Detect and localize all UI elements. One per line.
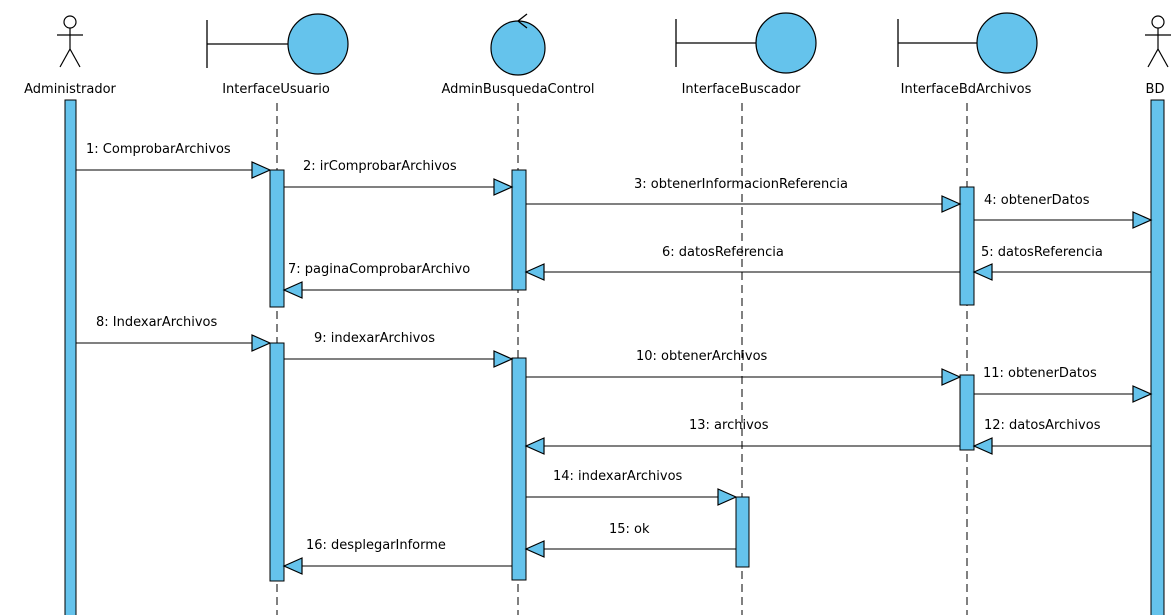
participant-name: BD [1146, 82, 1165, 97]
arrow-head [282, 557, 303, 575]
control-icon [490, 13, 546, 76]
activation-bar-p0 [64, 99, 77, 615]
message-arrow: 9: indexarArchivos [284, 331, 514, 368]
message-label: 4: obtenerDatos [984, 193, 1090, 208]
participant-name: AdminBusquedaControl [441, 82, 594, 97]
message-arrow: 14: indexarArchivos [526, 469, 738, 506]
message-arrow: 16: desplegarInforme [282, 538, 512, 575]
actor-icon [1145, 15, 1171, 68]
participant-name: Administrador [24, 82, 116, 97]
participant-name: InterfaceUsuario [222, 82, 330, 97]
participant-name: InterfaceBuscador [682, 82, 801, 97]
message-label: 2: irComprobarArchivos [303, 159, 457, 174]
message-arrow: 5: datosReferencia [972, 245, 1151, 281]
message-label: 1: ComprobarArchivos [86, 142, 231, 157]
activation-bar-p2 [511, 357, 527, 581]
message-label: 14: indexarArchivos [553, 469, 683, 484]
arrow-head [251, 334, 272, 352]
message-label: 8: IndexarArchivos [96, 315, 217, 330]
arrow-head [524, 263, 545, 281]
arrow-head [941, 368, 962, 386]
activation-bar-p2 [511, 169, 527, 291]
activation-bar-p4 [959, 186, 975, 306]
message-arrow: 8: IndexarArchivos [76, 315, 272, 352]
participant-name: InterfaceBdArchivos [901, 82, 1032, 97]
arrow-head [524, 540, 545, 558]
message-arrow: 15: ok [524, 522, 736, 558]
arrow-head [524, 437, 545, 455]
message-label: 13: archivos [689, 418, 769, 433]
arrow-head [251, 161, 272, 179]
message-arrow: 4: obtenerDatos [974, 193, 1153, 229]
activation-bar-p1 [269, 169, 285, 308]
message-arrow: 10: obtenerArchivos [526, 349, 962, 386]
message-label: 15: ok [609, 522, 650, 537]
arrow-head [972, 263, 993, 281]
arrow-head [717, 488, 738, 506]
message-label: 9: indexarArchivos [314, 331, 435, 346]
message-arrow: 3: obtenerInformacionReferencia [526, 177, 962, 213]
message-label: 5: datosReferencia [981, 245, 1103, 260]
message-arrow: 1: ComprobarArchivos [76, 142, 272, 179]
arrow-head [282, 281, 303, 299]
actor-icon [57, 15, 83, 68]
message-arrow: 2: irComprobarArchivos [284, 159, 514, 196]
message-label: 16: desplegarInforme [306, 538, 446, 553]
message-label: 6: datosReferencia [662, 245, 784, 260]
arrow-head [1132, 211, 1153, 229]
arrow-head [1132, 385, 1153, 403]
arrow-head [941, 195, 962, 213]
arrow-head [493, 178, 514, 196]
message-label: 7: paginaComprobarArchivo [288, 262, 470, 277]
message-arrow: 12: datosArchivos [972, 418, 1151, 455]
activation-bar-p5 [1150, 99, 1165, 615]
arrow-head [493, 350, 514, 368]
activation-bar-p1 [269, 342, 285, 582]
message-label: 11: obtenerDatos [983, 366, 1097, 381]
message-arrow: 11: obtenerDatos [974, 366, 1153, 403]
arrow-head [972, 437, 993, 455]
boundary-icon [675, 12, 817, 74]
boundary-icon [897, 12, 1038, 74]
activation-bar-p4 [959, 374, 975, 451]
boundary-icon [206, 13, 349, 75]
message-label: 12: datosArchivos [984, 418, 1101, 433]
message-arrow: 13: archivos [524, 418, 960, 455]
activation-bar-p3 [735, 496, 750, 568]
message-label: 3: obtenerInformacionReferencia [634, 177, 848, 192]
message-arrow: 6: datosReferencia [524, 245, 960, 281]
message-label: 10: obtenerArchivos [636, 349, 768, 364]
message-arrow: 7: paginaComprobarArchivo [282, 262, 512, 299]
